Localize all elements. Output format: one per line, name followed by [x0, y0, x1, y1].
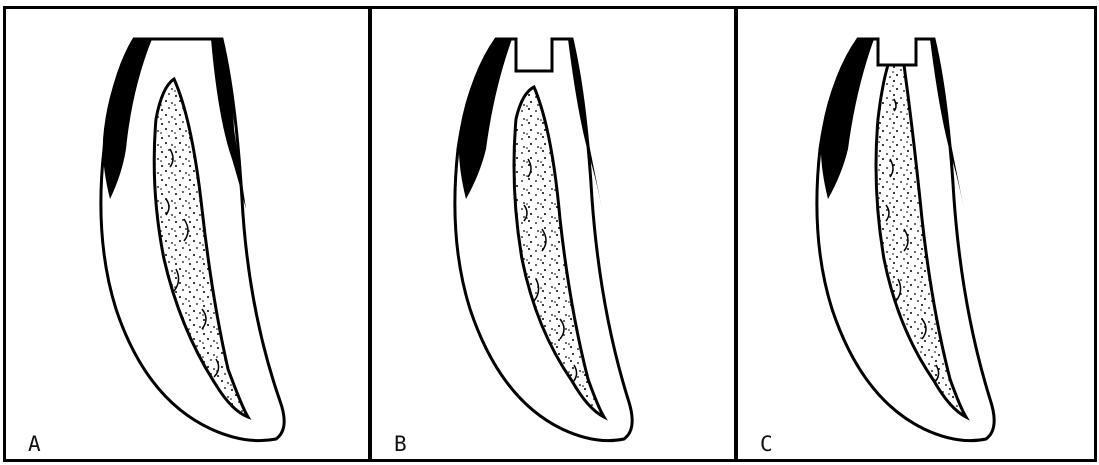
panel-label-c: C [760, 434, 773, 455]
panel-c: C [735, 6, 1097, 462]
panel-label-a: A [28, 434, 41, 455]
panel-a: A [3, 6, 371, 462]
panel-label-b: B [394, 434, 407, 455]
tooth-c-drawing [738, 9, 1094, 459]
tooth-b-drawing [372, 9, 734, 459]
tooth-a-drawing [6, 9, 368, 459]
panel-b: B [369, 6, 737, 462]
